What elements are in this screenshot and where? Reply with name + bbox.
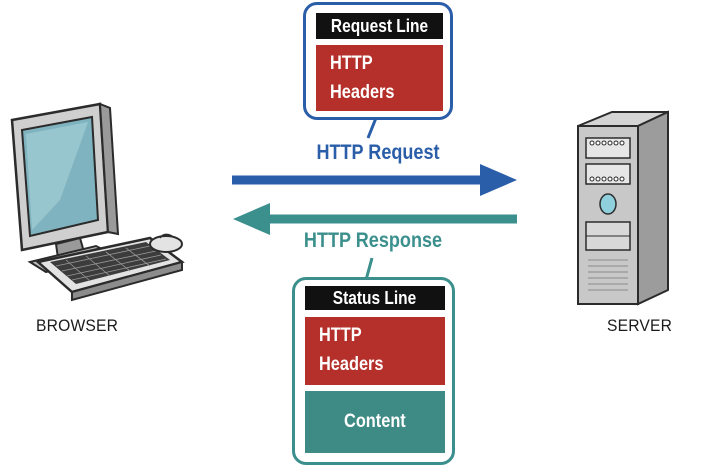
- content-text: Content: [344, 411, 406, 432]
- status-line-bar: Status Line: [305, 286, 445, 310]
- response-headers-block: HTTP Headers: [305, 317, 445, 385]
- response-arrow: [233, 203, 517, 235]
- server-label: SERVER: [607, 316, 673, 335]
- http-request-label: HTTP Request: [316, 141, 440, 164]
- status-line-text: Status Line: [333, 288, 417, 308]
- content-block: Content: [305, 391, 445, 453]
- http-response-label: HTTP Response: [303, 229, 443, 252]
- request-line-text: Request Line: [330, 16, 429, 36]
- browser-label: BROWSER: [36, 316, 119, 335]
- tower-server-icon: [577, 110, 669, 306]
- request-line-bar: Request Line: [316, 13, 443, 39]
- request-headers-block: HTTP Headers: [316, 45, 443, 111]
- request-callout-tail: [362, 115, 378, 139]
- request-message-box: Request Line HTTP Headers: [303, 2, 453, 120]
- request-headers-line1: HTTP: [330, 53, 373, 74]
- response-headers-line1: HTTP: [319, 325, 362, 346]
- response-headers-line2: Headers: [319, 354, 384, 375]
- request-headers-line2: Headers: [330, 82, 395, 103]
- request-arrow: [232, 164, 517, 196]
- response-message-box: Status Line HTTP Headers Content: [292, 277, 455, 465]
- desktop-computer-icon: [10, 102, 185, 302]
